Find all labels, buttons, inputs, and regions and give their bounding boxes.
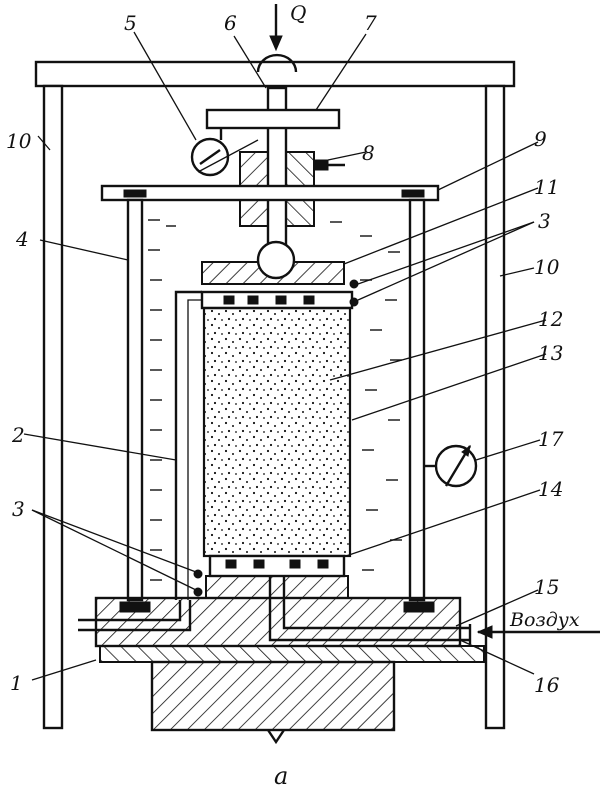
- frame-right-column: [484, 84, 506, 730]
- label-15: 15: [534, 575, 559, 599]
- label-6: 6: [224, 11, 237, 35]
- cell-chamber: [126, 198, 426, 602]
- label-8: 8: [362, 141, 375, 165]
- label-5: 5: [124, 11, 137, 35]
- soil-specimen: [202, 306, 352, 558]
- label-3-top: 3: [538, 209, 551, 233]
- figure-caption: а: [274, 762, 288, 790]
- load-ball: [256, 240, 296, 280]
- label-9: 9: [534, 127, 547, 151]
- pedestal: [205, 575, 349, 599]
- load-arrowhead: [269, 35, 283, 52]
- ball-seat: [256, 53, 298, 73]
- label-10-right: 10: [534, 255, 560, 279]
- label-17: 17: [538, 427, 564, 451]
- base-plate: [94, 596, 462, 648]
- o-ring-top-2: [349, 297, 359, 307]
- support-block: [150, 660, 396, 732]
- chamber-wall-left: [126, 198, 144, 602]
- air-label: Воздух: [509, 609, 580, 631]
- label-1: 1: [10, 671, 23, 695]
- load-label: Q: [290, 1, 306, 25]
- drain-tube: [174, 290, 202, 600]
- rod-bushing: [239, 151, 345, 227]
- cell-top-plate: [100, 184, 440, 202]
- label-13: 13: [538, 341, 563, 365]
- leader-lines: [23, 31, 547, 681]
- load-arrow: [269, 4, 283, 52]
- pressure-gauge: [434, 444, 478, 488]
- dial-crossbar: [205, 108, 341, 130]
- label-12: 12: [538, 307, 563, 331]
- label-14: 14: [538, 477, 563, 501]
- label-2: 2: [11, 423, 25, 447]
- frame-top-beam: [34, 60, 516, 88]
- label-3-bottom: 3: [12, 497, 25, 521]
- label-4: 4: [15, 227, 29, 251]
- label-10-left: 10: [6, 129, 32, 153]
- frame-left-column: [42, 84, 64, 730]
- label-16: 16: [534, 673, 560, 697]
- label-11: 11: [534, 175, 559, 199]
- frame: [34, 60, 516, 730]
- drain-outlet-pipe: [78, 600, 182, 622]
- label-7: 7: [364, 11, 377, 35]
- base: [94, 596, 485, 745]
- air-inlet-pipe: [268, 576, 470, 642]
- o-ring-top-1: [349, 279, 359, 289]
